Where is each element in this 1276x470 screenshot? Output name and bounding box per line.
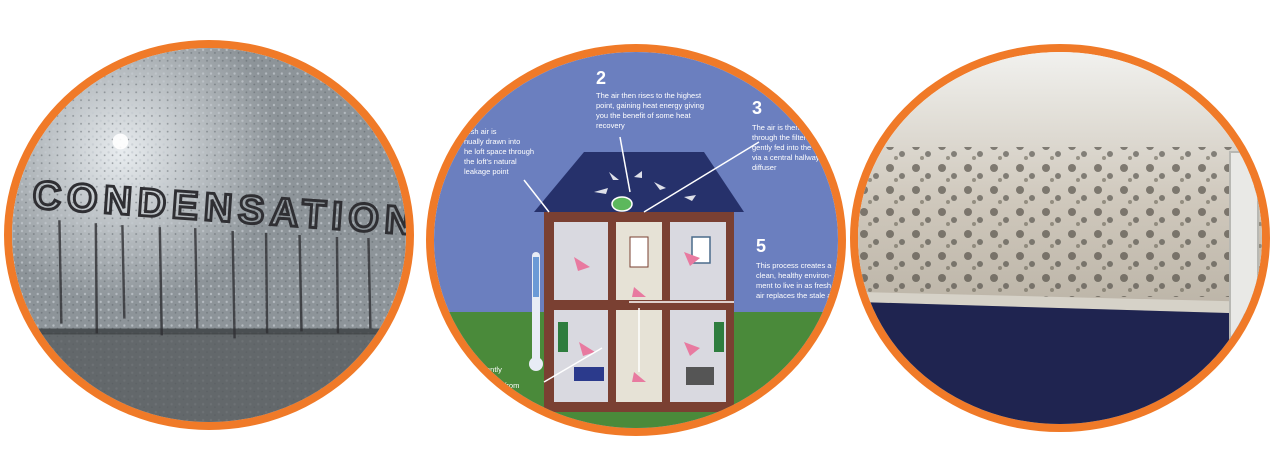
- light-reflection: [112, 133, 129, 150]
- fan-unit-icon: [611, 196, 633, 212]
- mould-photo: [858, 52, 1262, 424]
- step-1-text-line: nually drawn into: [464, 137, 520, 146]
- window-sill: [12, 333, 406, 422]
- mould-photo-frame: [850, 44, 1270, 432]
- pointer-lines: [523, 136, 760, 383]
- step-1-text-line: the loft's natural: [464, 157, 517, 166]
- step-3-text-line: diffuser: [752, 163, 777, 172]
- window-icon: [629, 236, 649, 268]
- step-1-text-line: he loft space through: [464, 147, 534, 156]
- step-5-text-line: clean, healthy environ-: [756, 271, 832, 280]
- step-2-text-line: you the benefit of some heat: [596, 111, 692, 120]
- step-2-text-line: recovery: [596, 121, 625, 130]
- condensation-drips: [58, 220, 372, 339]
- step-5-text-line: air replaces the stale air: [756, 291, 836, 300]
- step-4-text-line: ouse from: [486, 381, 519, 390]
- condensation-photo-frame: CONDENSATION: [4, 40, 414, 430]
- step-3-text-line: through the filters: [752, 133, 810, 142]
- room-top-left: [554, 222, 608, 300]
- step-2-text-line: The air then rises to the highest: [596, 91, 702, 100]
- step-2-number: 2: [596, 68, 606, 88]
- ventilation-diagram-frame: 2 The air then rises to the highest poin…: [426, 44, 846, 436]
- step-5-text-line: This process creates a: [756, 261, 832, 270]
- step-3-number: 3: [752, 98, 762, 118]
- step-1-text-line: resh air is: [464, 127, 497, 136]
- step-3-text-line: The air is then: [752, 123, 800, 132]
- window-icon: [714, 322, 724, 352]
- window-icon: [691, 236, 711, 264]
- airflow-arrows-pink: [574, 252, 700, 382]
- step-1-text-line: leakage point: [464, 167, 510, 176]
- step-2-text-line: point, gaining heat energy giving: [596, 101, 704, 110]
- table-icon: [686, 367, 714, 385]
- mould-patches: [858, 147, 1262, 297]
- airflow-arrows: [594, 171, 696, 201]
- step-4-text-line: ently: [486, 365, 502, 374]
- ventilation-diagram: 2 The air then rises to the highest poin…: [434, 52, 838, 428]
- step-5-number: 5: [756, 236, 766, 256]
- carpet: [858, 302, 1262, 424]
- bed-icon: [574, 367, 604, 381]
- skirting-board: [858, 292, 1262, 314]
- step-3-text-line: via a central hallway: [752, 153, 820, 162]
- step-3-text-line: gently fed into the d: [752, 143, 817, 152]
- step-5-text-line: ment to live in as fresh: [756, 281, 831, 290]
- door-frame: [1229, 151, 1259, 343]
- window-icon: [558, 322, 568, 352]
- condensation-photo: CONDENSATION: [12, 48, 406, 422]
